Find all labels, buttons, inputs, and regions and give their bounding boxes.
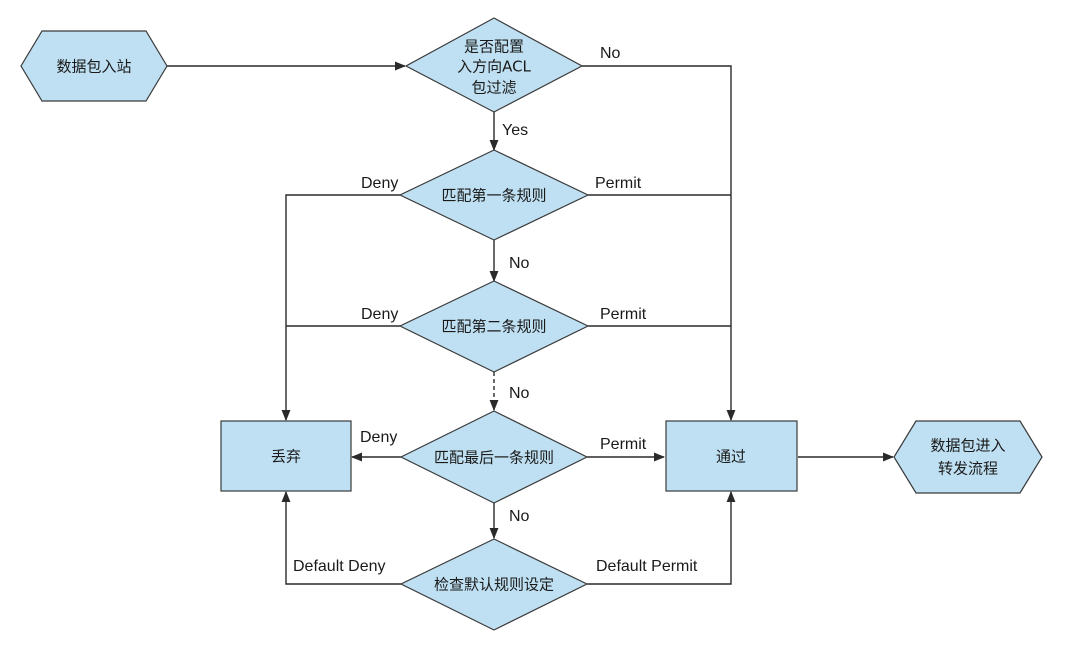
node-rule1: 匹配第一条规则 (398, 149, 590, 241)
label-acl-yes: Yes (502, 122, 528, 139)
node-drop-label: 丢弃 (271, 448, 301, 466)
node-pass-label: 通过 (716, 448, 746, 466)
node-rule-last: 匹配最后一条规则 (399, 410, 589, 504)
node-default-check: 检查默认规则设定 (399, 538, 589, 631)
edge-labels: No Yes Deny Permit No Deny Permit No Den… (293, 45, 698, 575)
node-start-label: 数据包入站 (56, 58, 131, 76)
edges (167, 61, 895, 585)
node-acl-decision: 是否配置 入方向ACL 包过滤 (404, 17, 584, 113)
edge-default-permit-to-pass (587, 490, 736, 585)
edge-default-deny-to-drop (281, 490, 401, 585)
label-default-permit: Default Permit (596, 558, 698, 575)
node-acl-decision-line1: 是否配置 (464, 38, 524, 56)
node-forward-line2: 转发流程 (938, 460, 998, 478)
node-forward-line1: 数据包进入 (930, 437, 1005, 455)
label-last-permit: Permit (600, 436, 647, 453)
label-rule1-deny: Deny (361, 175, 398, 192)
label-rule2-deny: Deny (361, 306, 398, 323)
label-default-deny: Default Deny (293, 558, 386, 575)
node-rule1-label: 匹配第一条规则 (441, 187, 546, 205)
node-acl-decision-line3: 包过滤 (471, 79, 516, 97)
node-pass: 通过 (665, 420, 798, 492)
node-acl-decision-line2: 入方向ACL (457, 58, 531, 76)
node-rule-last-label: 匹配最后一条规则 (434, 449, 554, 467)
label-rule2-no: No (509, 385, 530, 402)
label-last-no: No (509, 508, 530, 525)
node-start: 数据包入站 (20, 30, 168, 102)
edge-rule1-deny-to-drop (281, 194, 400, 422)
label-last-deny: Deny (360, 429, 397, 446)
label-rule2-permit: Permit (600, 306, 647, 323)
label-acl-no: No (600, 45, 621, 62)
node-default-check-label: 检查默认规则设定 (434, 576, 554, 594)
node-drop: 丢弃 (220, 420, 352, 492)
node-rule2: 匹配第二条规则 (398, 280, 590, 373)
edge-acl-no-to-pass (582, 65, 736, 422)
label-rule1-no: No (509, 255, 530, 272)
label-rule1-permit: Permit (595, 175, 642, 192)
node-rule2-label: 匹配第二条规则 (441, 318, 546, 336)
node-forward: 数据包进入 转发流程 (893, 420, 1043, 494)
